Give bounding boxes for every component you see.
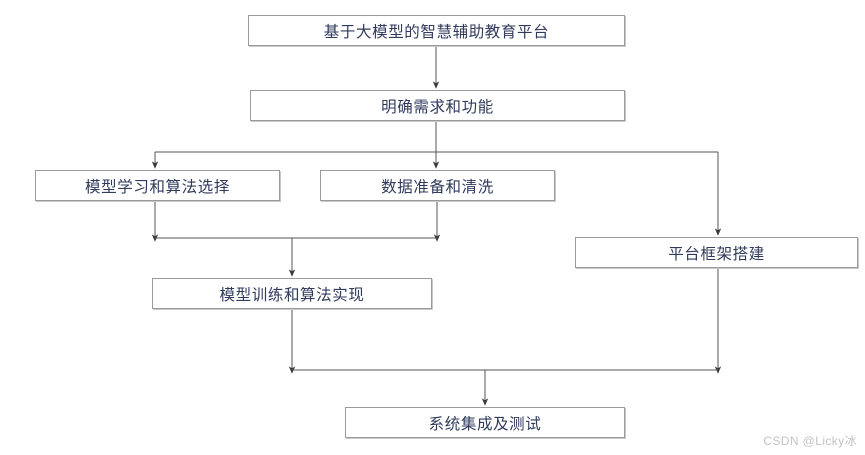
node-model-selection[interactable]: 模型学习和算法选择 (35, 170, 280, 201)
watermark-label: CSDN @Licky冰 (763, 434, 857, 448)
node-platform[interactable]: 基于大模型的智慧辅助教育平台 (248, 15, 625, 46)
node-platform-framework[interactable]: 平台框架搭建 (575, 237, 858, 268)
node-model-training[interactable]: 模型训练和算法实现 (152, 278, 432, 309)
node-requirement[interactable]: 明确需求和功能 (250, 90, 625, 121)
node-system-integration[interactable]: 系统集成及测试 (345, 407, 625, 438)
node-data-preparation[interactable]: 数据准备和清洗 (320, 170, 555, 201)
